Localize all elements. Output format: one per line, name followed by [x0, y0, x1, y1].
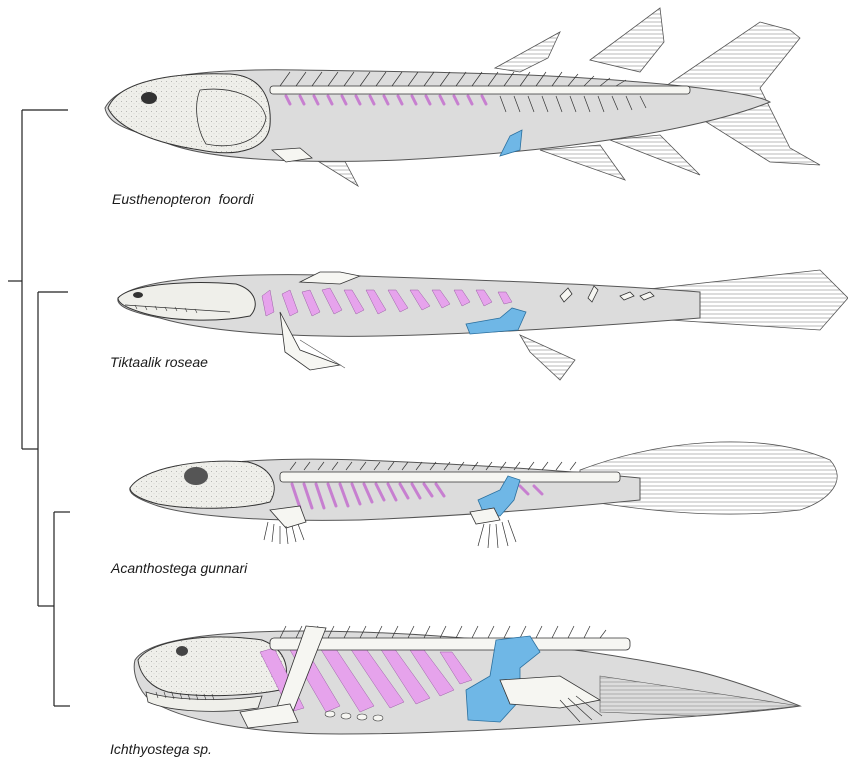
cladogram-tree: [8, 110, 70, 706]
species-label-eusthenopteron: Eusthenopteron foordi: [112, 191, 254, 207]
acanthostega-skeleton: [130, 442, 837, 548]
ichthyostega-skeleton: [134, 626, 800, 734]
species-label-acanthostega: Acanthostega gunnari: [111, 560, 247, 576]
tiktaalik-skeleton: [118, 270, 848, 380]
species-label-ichthyostega: Ichthyostega sp.: [110, 741, 212, 757]
eusthenopteron-skeleton: [105, 8, 820, 186]
species-label-tiktaalik: Tiktaalik roseae: [110, 354, 208, 370]
